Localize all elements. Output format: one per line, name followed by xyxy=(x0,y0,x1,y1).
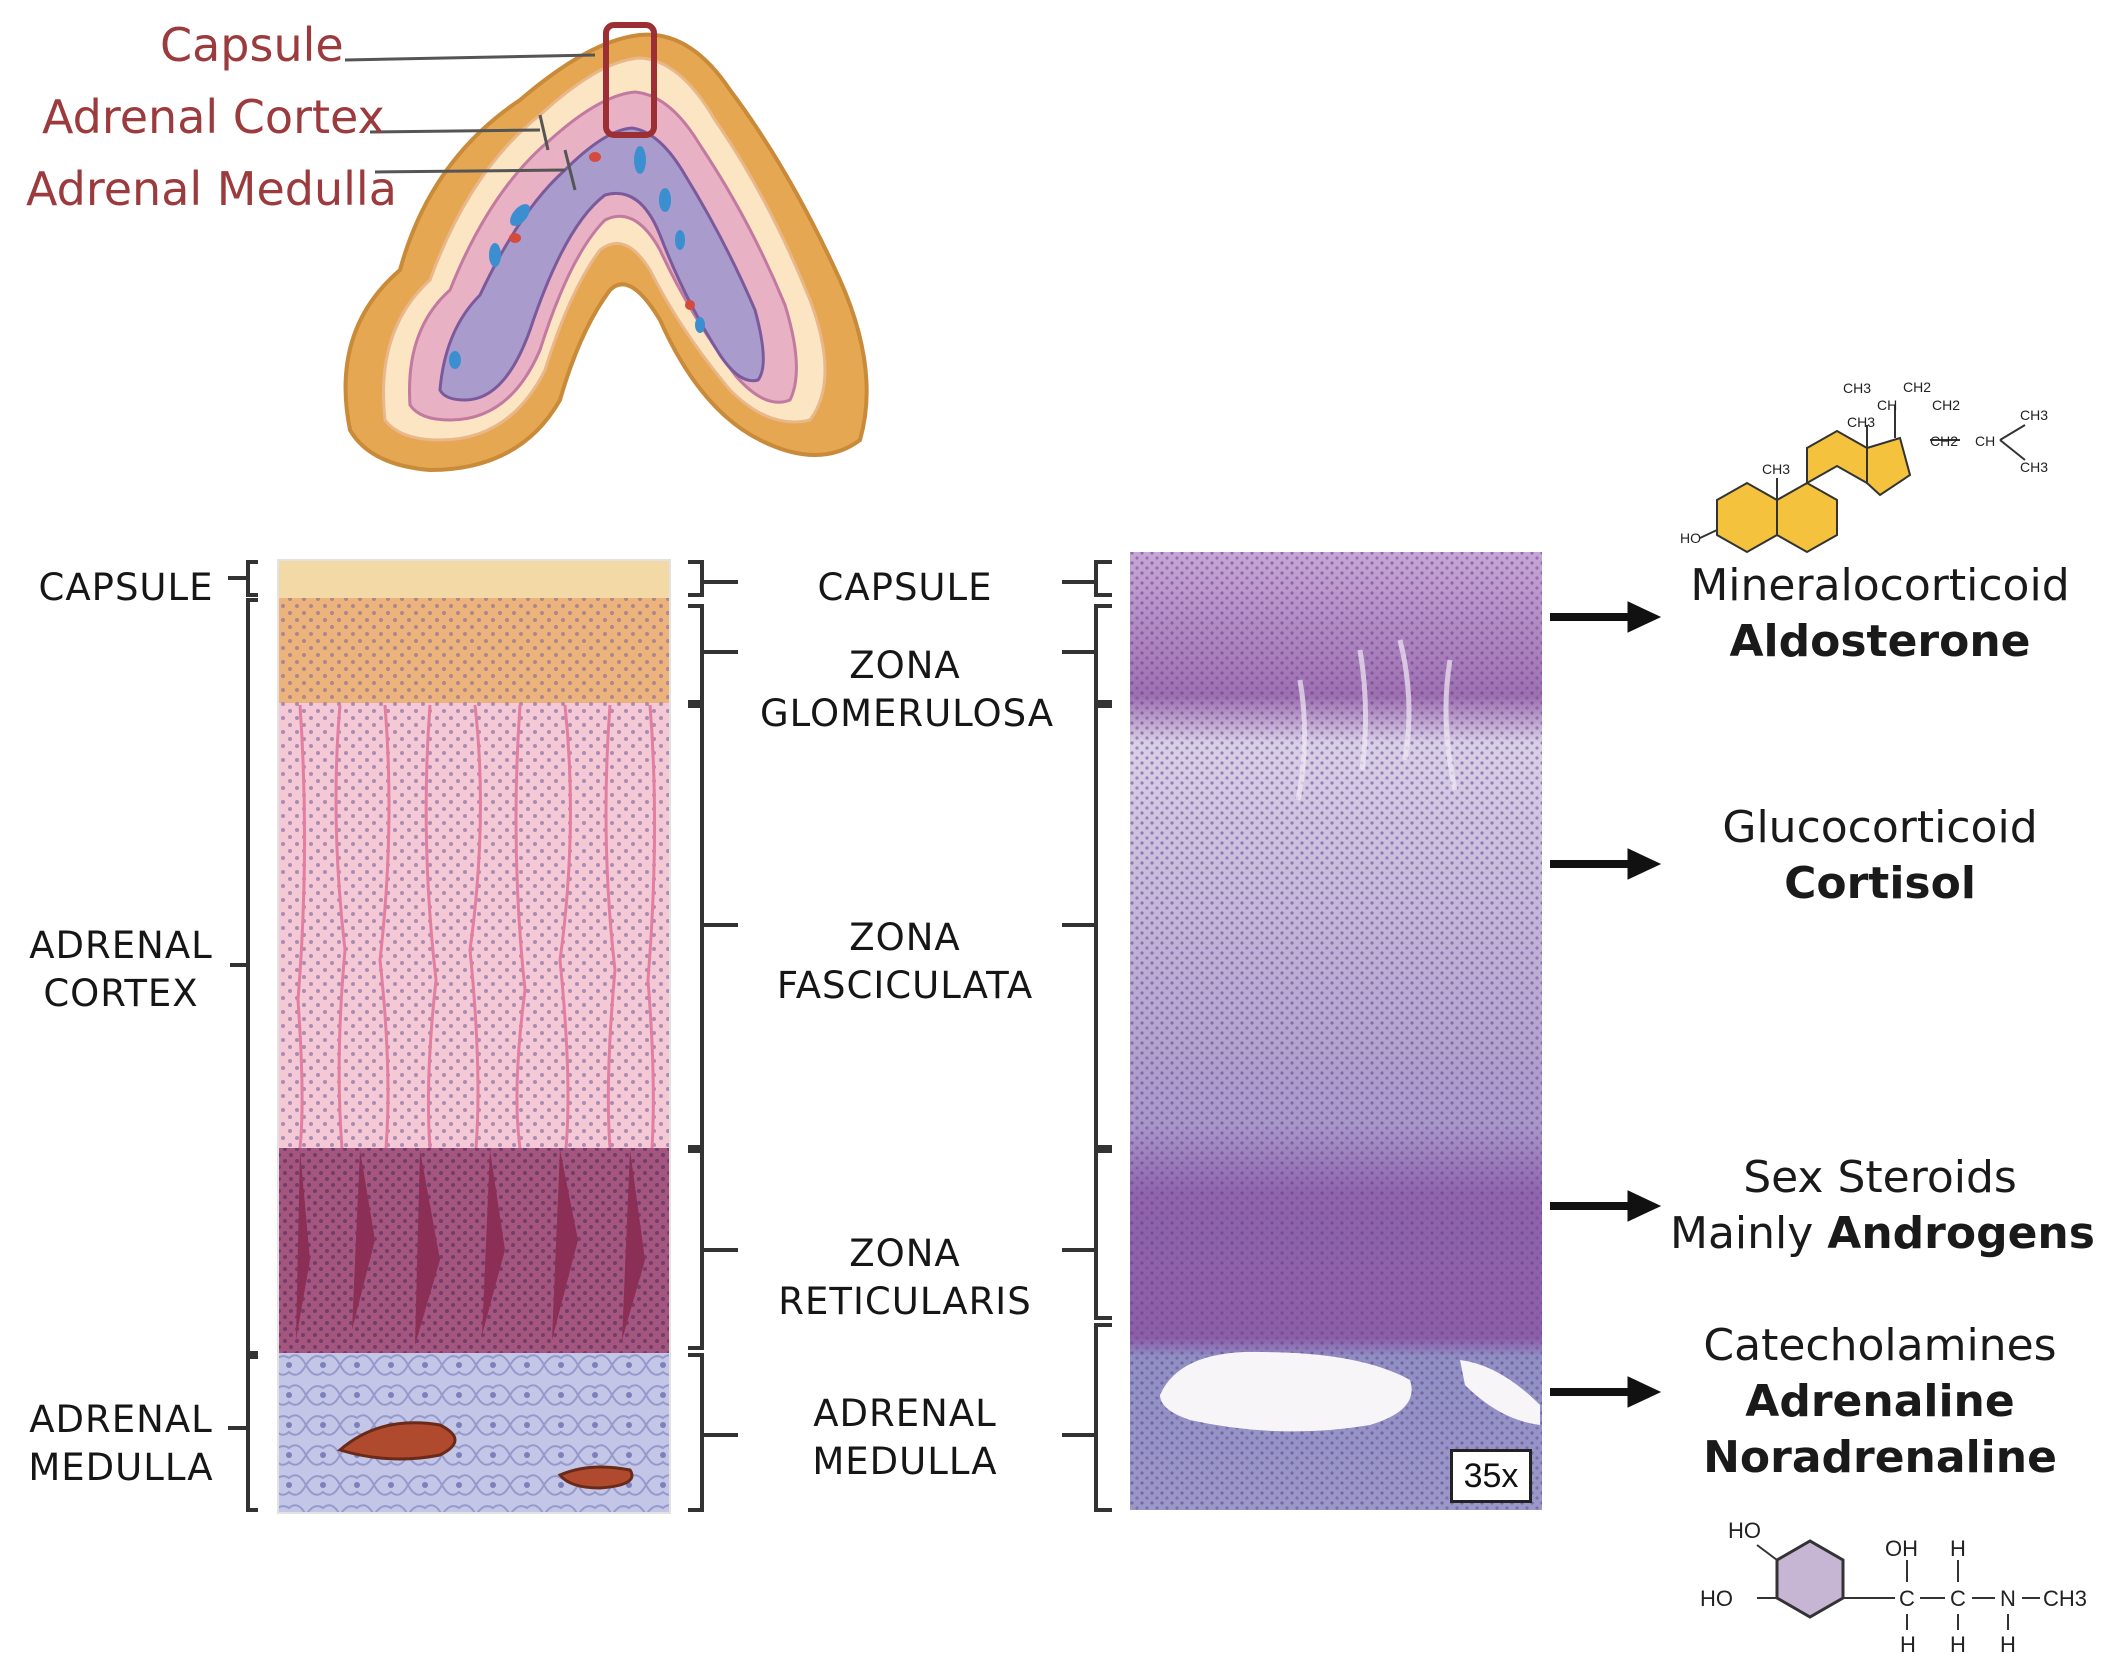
chol-ch2-a: CH2 xyxy=(1903,379,1931,395)
adr-h-b3: H xyxy=(2000,1632,2016,1657)
label-capsule-top: Capsule xyxy=(160,18,344,72)
adr-ch3: CH3 xyxy=(2043,1586,2087,1611)
capsule-leader xyxy=(344,53,596,62)
hormone-class-sex-steroids: Sex Steroids xyxy=(1743,1152,2017,1203)
illustrated-column xyxy=(277,559,671,1514)
chol-ch3-b: CH3 xyxy=(2020,407,2048,423)
hormone-class-glucocorticoid: Glucocorticoid xyxy=(1722,802,2038,853)
adr-ho-left: HO xyxy=(1700,1586,1733,1611)
chol-ch-a: CH xyxy=(1877,397,1897,413)
arrow-androgens xyxy=(1550,1190,1662,1222)
chol-ch2-c: CH2 xyxy=(1930,433,1958,449)
chol-ch3-a: CH3 xyxy=(1843,380,1871,396)
medulla-leader xyxy=(374,149,577,191)
hormone-noradrenaline: Noradrenaline xyxy=(1703,1432,2057,1483)
cortex-leader xyxy=(369,114,550,151)
label-capsule-middle: CAPSULE xyxy=(817,566,993,609)
adr-h-b1: H xyxy=(1900,1632,1916,1657)
magnification-label: 35x xyxy=(1450,1449,1532,1503)
arrow-catecholamines xyxy=(1550,1376,1662,1408)
arrows xyxy=(1550,601,1662,1408)
chol-ch3-e: CH3 xyxy=(2020,459,2048,475)
hormone-catecholamines: Catecholamines Adrenaline Noradrenaline xyxy=(1680,1318,2080,1486)
arrow-cortisol xyxy=(1550,848,1662,880)
hormone-adrenaline: Adrenaline xyxy=(1745,1376,2015,1427)
adr-h-b2: H xyxy=(1950,1632,1966,1657)
zoom-box xyxy=(603,22,657,138)
arrow-aldosterone xyxy=(1550,601,1662,633)
steroid-structure: CH3 CH CH2 CH2 CH3 CH3 CH2 CH CH3 CH3 HO xyxy=(1680,379,2048,554)
histology-column xyxy=(1130,552,1542,1510)
hormone-glucocorticoid: Glucocorticoid Cortisol xyxy=(1680,800,2080,912)
chol-ho: HO xyxy=(1680,530,1701,546)
adr-c1: C xyxy=(1899,1586,1915,1611)
adr-n: N xyxy=(2000,1586,2016,1611)
hormone-class-catecholamines: Catecholamines xyxy=(1703,1320,2057,1371)
gland-medulla-layer xyxy=(438,126,765,402)
hormone-sex-steroids: Sex Steroids Mainly Androgens xyxy=(1670,1150,2095,1262)
hormone-aldosterone: Aldosterone xyxy=(1729,616,2031,667)
hormone-cortisol: Cortisol xyxy=(1784,858,1976,909)
hormone-class-mineralocorticoid: Mineralocorticoid xyxy=(1690,560,2070,611)
adr-c2: C xyxy=(1950,1586,1966,1611)
label-capsule-left: CAPSULE xyxy=(38,566,214,609)
label-adrenal-medulla-top: Adrenal Medulla xyxy=(26,162,397,216)
label-adrenal-cortex-top: Adrenal Cortex xyxy=(42,90,385,144)
chol-ch2-b: CH2 xyxy=(1932,397,1960,413)
chol-ch3-c: CH3 xyxy=(1847,414,1875,430)
chol-ch-b: CH xyxy=(1975,433,1995,449)
adr-ho-top: HO xyxy=(1728,1518,1761,1543)
catecholamine-structure: HO HO OH H C C N CH3 H H H xyxy=(1700,1518,2087,1657)
gland-illustration xyxy=(343,22,869,473)
adr-h-top: H xyxy=(1950,1536,1966,1561)
brackets xyxy=(228,560,1112,1512)
hormone-androgens: Mainly Androgens xyxy=(1670,1208,2095,1259)
medulla-vessel xyxy=(1160,1351,1412,1432)
hormone-mineralocorticoid: Mineralocorticoid Aldosterone xyxy=(1680,558,2080,670)
chol-ch3-d: CH3 xyxy=(1762,461,1790,477)
adr-oh: OH xyxy=(1885,1536,1918,1561)
